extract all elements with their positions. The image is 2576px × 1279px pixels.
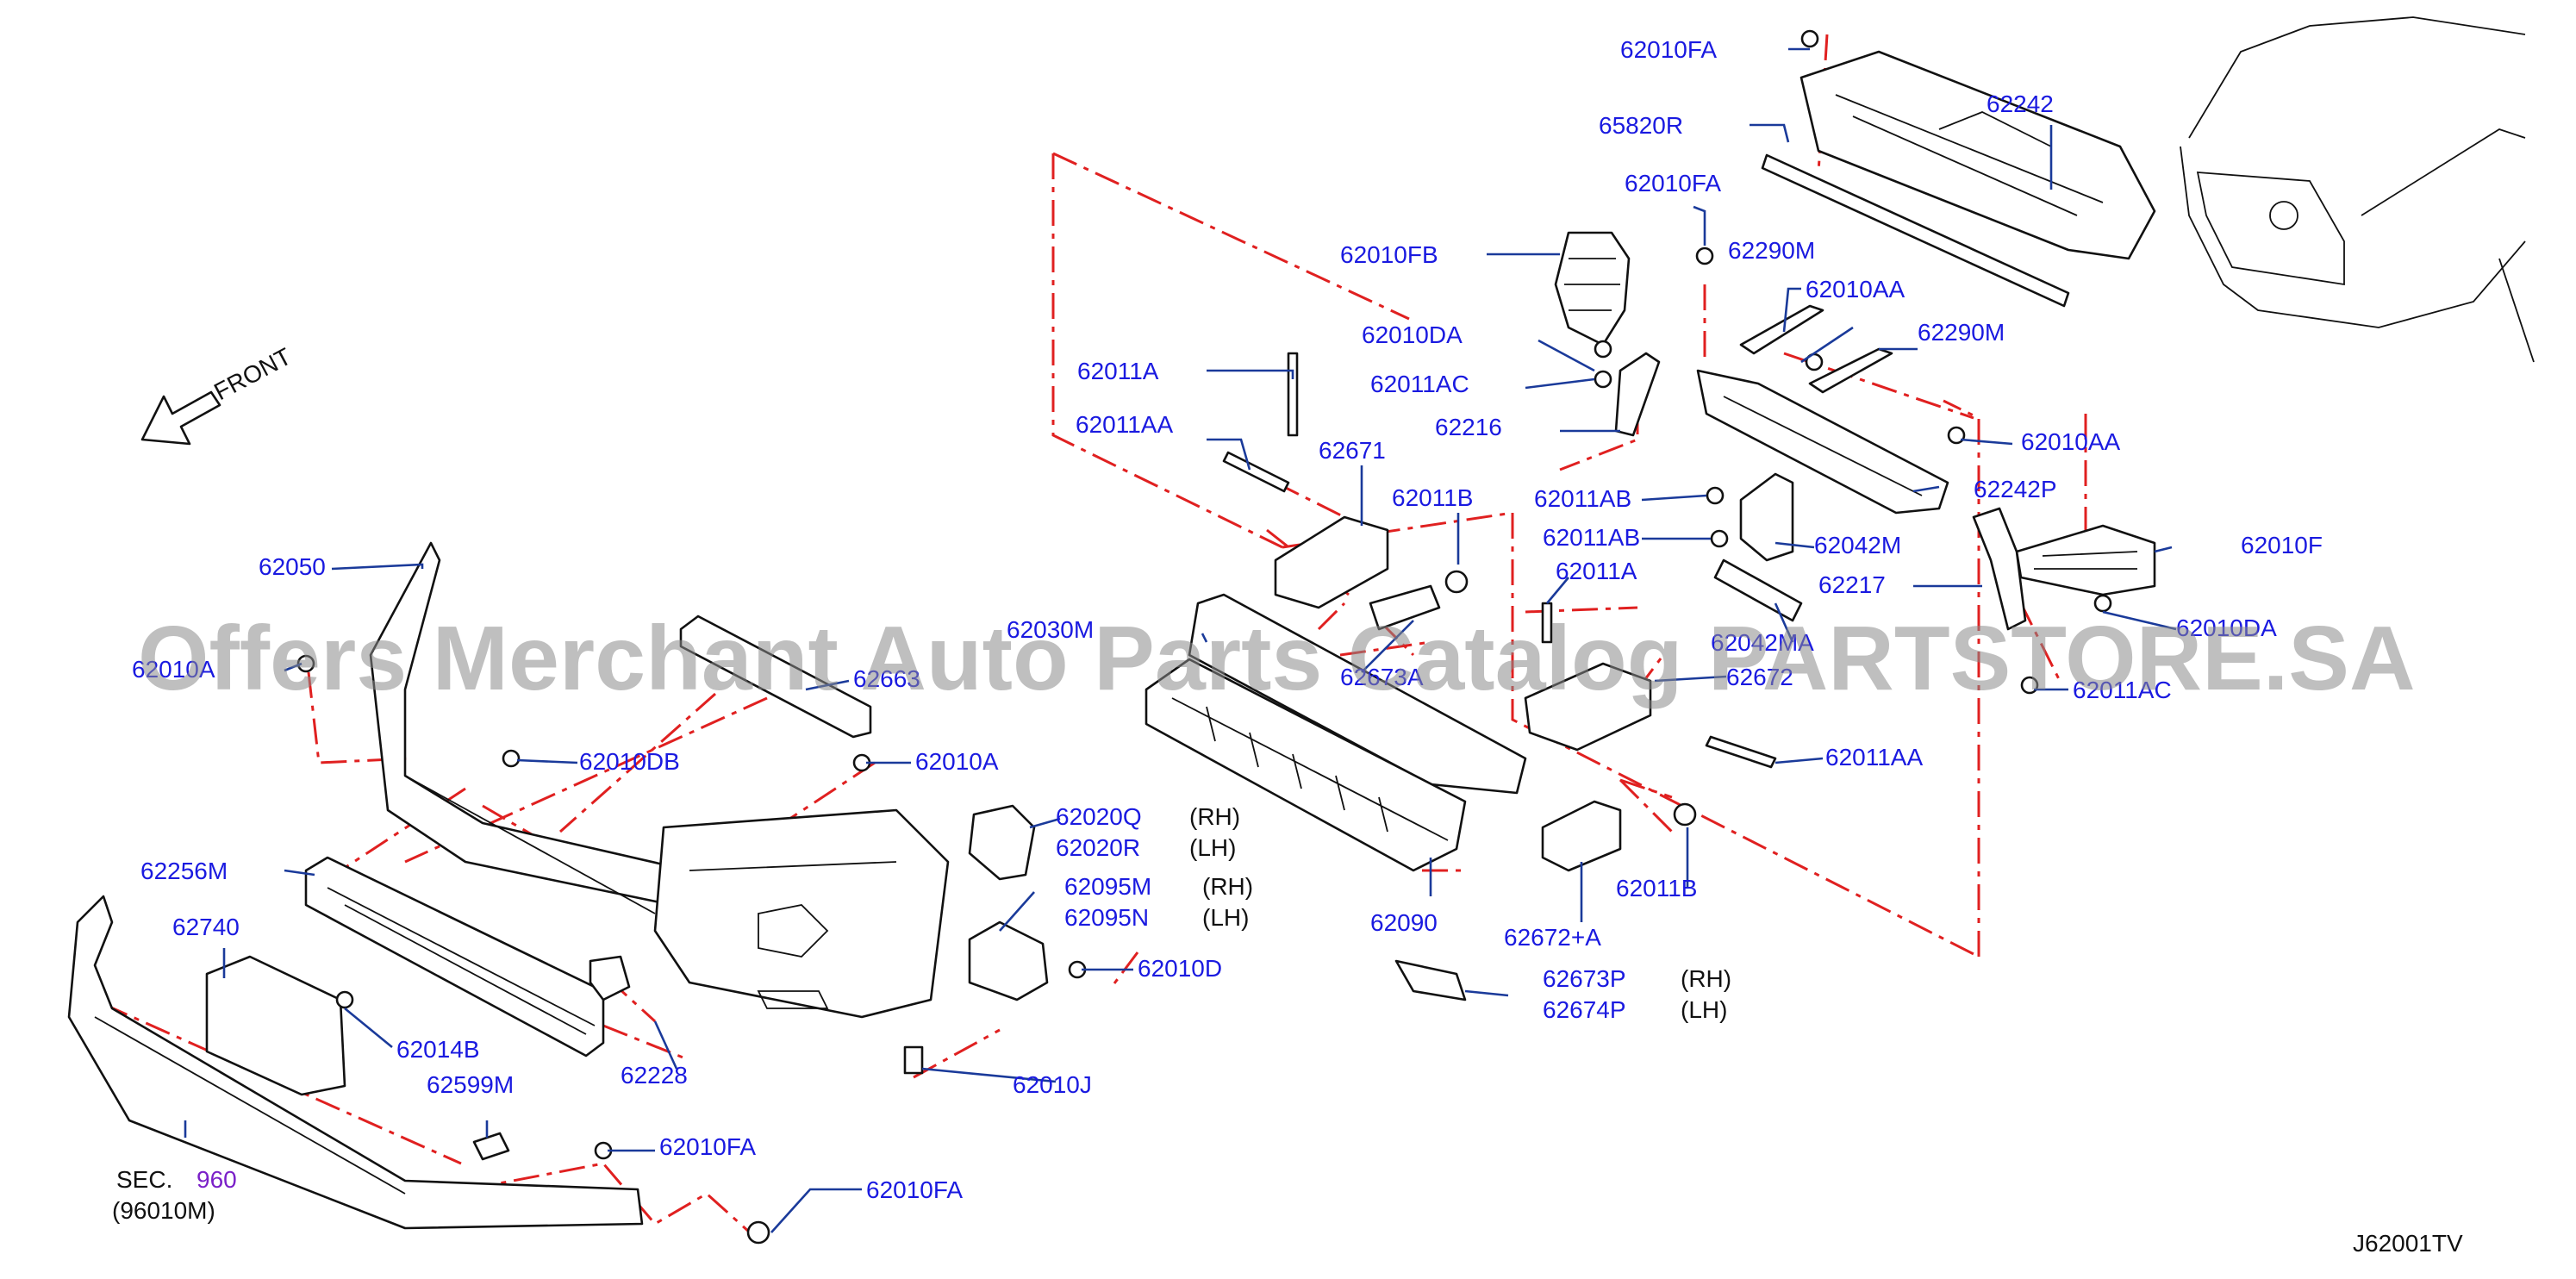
label-62740: 62740 xyxy=(172,914,240,940)
label-62671: 62671 xyxy=(1319,437,1386,464)
label-62290M-b: 62290M xyxy=(1918,319,2005,346)
section-part: (96010M) xyxy=(112,1197,215,1224)
label-62010D: 62010D xyxy=(1138,955,1222,982)
lower-lip-96010M xyxy=(67,895,644,1230)
label-62010FA-bottom: 62010FA xyxy=(866,1176,963,1203)
diagram-code: J62001TV xyxy=(2353,1230,2463,1257)
front-direction-arrow: FRONT xyxy=(140,343,296,446)
label-62011AB-b: 62011AB xyxy=(1543,524,1640,551)
stay-62042MA xyxy=(1713,558,1803,622)
label-62095N-side: (LH) xyxy=(1202,904,1249,931)
label-62010A: 62010A xyxy=(915,748,999,775)
reinforcement-62242P xyxy=(1696,369,1949,515)
label-62010FA-mid: 62010FA xyxy=(1625,170,1721,197)
label-62674P: 62674P xyxy=(1543,996,1626,1023)
bracket-62671 xyxy=(1274,515,1389,609)
label-62011AB-a: 62011AB xyxy=(1534,485,1631,512)
watermark: Offers Merchant Auto Parts Catalog PARTS… xyxy=(138,608,2416,709)
section-prefix: SEC. xyxy=(116,1166,172,1193)
label-62010AA-b: 62010AA xyxy=(2021,428,2121,455)
label-62672A: 62672+A xyxy=(1504,924,1601,951)
label-62674P-side: (LH) xyxy=(1681,996,1727,1023)
reinforcement-bar-62663 xyxy=(679,615,872,739)
bracket-62673A xyxy=(1369,584,1441,631)
front-label: FRONT xyxy=(209,343,296,406)
leader-lines xyxy=(184,47,2177,1233)
label-62242: 62242 xyxy=(1987,90,2054,117)
cover-62228 xyxy=(589,955,631,1001)
label-62010F: 62010F xyxy=(2241,532,2323,558)
label-62010FA-low: 62010FA xyxy=(659,1133,756,1160)
bracket-62673P xyxy=(1394,959,1467,1001)
section-number[interactable]: 960 xyxy=(196,1166,237,1193)
label-62663: 62663 xyxy=(853,665,920,692)
label-62217: 62217 xyxy=(1818,571,1886,598)
label-62216: 62216 xyxy=(1435,414,1502,440)
fog-bracket-62095M xyxy=(968,920,1049,1001)
label-62010DB: 62010DB xyxy=(579,748,680,775)
label-62011B-b: 62011B xyxy=(1616,875,1697,902)
label-62011B-a: 62011B xyxy=(1392,484,1473,511)
seal-strip-65820R xyxy=(1761,153,2070,308)
label-62010FA-top: 62010FA xyxy=(1620,36,1717,63)
fasteners xyxy=(296,29,2112,1245)
label-62095N: 62095N xyxy=(1064,904,1149,931)
label-62242P: 62242P xyxy=(1974,476,2057,502)
label-62290M-a: 62290M xyxy=(1728,237,1815,264)
label-62020R: 62020R xyxy=(1056,834,1140,861)
label-62011AC-b: 62011AC xyxy=(2073,677,2172,703)
label-62010J: 62010J xyxy=(1013,1071,1092,1098)
label-62010DA: 62010DA xyxy=(1362,321,1463,348)
label-62095M-side: (RH) xyxy=(1202,873,1253,900)
label-62020Q: 62020Q xyxy=(1056,803,1142,830)
nut-62599M xyxy=(472,1132,510,1161)
grille-62256M xyxy=(304,856,605,1058)
label-62020R-side: (LH) xyxy=(1189,834,1236,861)
label-62050: 62050 xyxy=(259,553,326,580)
callout-labels: 62010FA 65820R 62242 62010FA 62290M 6201… xyxy=(132,36,2323,1203)
label-62011AA-b: 62011AA xyxy=(1825,744,1923,771)
label-62010FB: 62010FB xyxy=(1340,241,1438,268)
label-62042M: 62042M xyxy=(1814,532,1901,558)
label-62673P: 62673P xyxy=(1543,965,1626,992)
clip-62010J xyxy=(903,1045,924,1075)
license-bracket-62740 xyxy=(205,955,346,1096)
vehicle-front-view xyxy=(2180,16,2535,363)
bracket-62010FB xyxy=(1554,231,1631,346)
label-62673P-side: (RH) xyxy=(1681,965,1731,992)
label-62020Q-side: (RH) xyxy=(1189,803,1240,830)
bracket-62290M xyxy=(1739,304,1893,394)
bumper-reinforcement-upper xyxy=(1799,50,2156,260)
label-62011AC: 62011AC xyxy=(1370,371,1469,397)
label-62673A: 62673A xyxy=(1340,664,1424,690)
bracket-62217 xyxy=(1972,507,2027,631)
label-62030M: 62030M xyxy=(1007,616,1094,643)
bracket-62672A xyxy=(1541,800,1622,872)
label-62010DA-b: 62010DA xyxy=(2176,615,2277,641)
fog-cover-62020Q xyxy=(968,804,1036,881)
label-62672: 62672 xyxy=(1726,664,1793,690)
section-reference: SEC. 960 (96010M) xyxy=(112,1166,237,1224)
bumper-fascia-62022 xyxy=(369,541,950,1019)
label-62228: 62228 xyxy=(621,1062,688,1089)
label-62011AA-a: 62011AA xyxy=(1076,411,1173,438)
label-62010AA-a: 62010AA xyxy=(1806,276,1905,303)
bracket-62216 xyxy=(1614,352,1661,437)
label-62010A-left: 62010A xyxy=(132,656,215,683)
stay-62042M xyxy=(1739,472,1794,562)
label-62014B: 62014B xyxy=(396,1036,480,1063)
bumper-armature-62030M xyxy=(1145,593,1527,872)
label-65820R: 65820R xyxy=(1599,112,1683,139)
label-62256M: 62256M xyxy=(140,858,228,884)
label-62095M: 62095M xyxy=(1064,873,1151,900)
bracket-62672 xyxy=(1524,662,1652,752)
label-62042MA: 62042MA xyxy=(1711,629,1814,656)
label-62090: 62090 xyxy=(1370,909,1438,936)
bracket-62010F xyxy=(2015,524,2156,596)
label-62011A-a: 62011A xyxy=(1077,358,1159,384)
label-62599M: 62599M xyxy=(427,1071,514,1098)
label-62011A-b: 62011A xyxy=(1556,558,1637,584)
